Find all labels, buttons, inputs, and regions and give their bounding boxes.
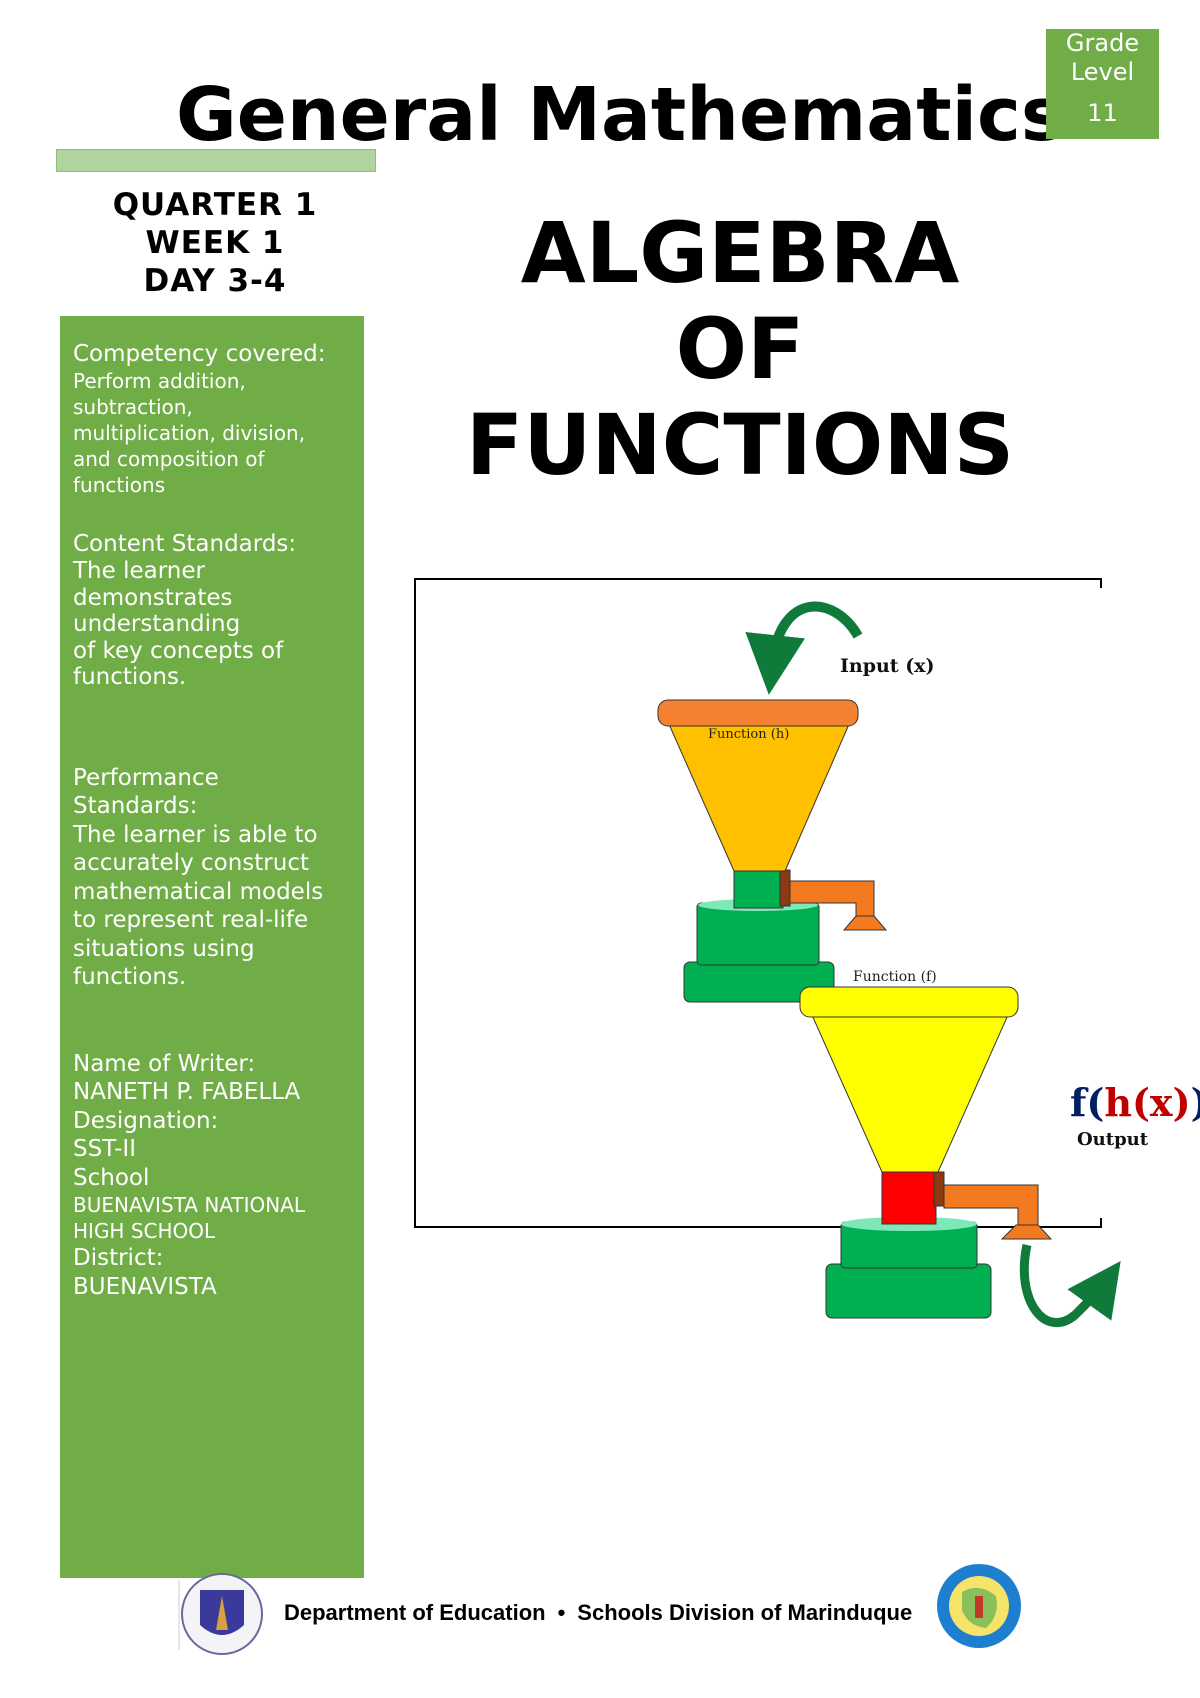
function-h-label: Function (h) <box>708 727 789 742</box>
base-upper <box>696 902 820 966</box>
performance-line: accurately construct <box>73 850 309 876</box>
content-standards-text: The learner demonstrates understanding o… <box>73 558 364 691</box>
school-line: HIGH SCHOOL <box>73 1219 216 1243</box>
writer-label: Name of Writer: <box>73 1050 256 1077</box>
school-value: BUENAVISTA NATIONAL HIGH SCHOOL <box>73 1192 364 1244</box>
funnel-f <box>811 1014 1009 1173</box>
competency-line: subtraction, <box>73 395 193 419</box>
function-h-machine <box>657 699 888 1003</box>
composite-function-label: f(h(x)) <box>1070 1080 1200 1125</box>
competency-line: multiplication, division, <box>73 421 306 445</box>
performance-line: situations using <box>73 935 255 962</box>
info-sidebar: Competency covered: Perform addition, su… <box>60 316 364 1578</box>
neck <box>881 1169 937 1225</box>
rim-f <box>799 986 1019 1018</box>
funnel-h <box>667 721 851 872</box>
writer-name: NANETH P. FABELLA <box>73 1079 301 1105</box>
district-label: District: <box>73 1245 164 1271</box>
content-line: demonstrates <box>73 584 233 611</box>
grade-value: 11 <box>1087 99 1118 127</box>
content-line: The learner <box>73 558 205 584</box>
sdo-marinduque-logo <box>937 1564 1021 1648</box>
schedule-block: QUARTER 1 WEEK 1 DAY 3-4 <box>90 186 340 300</box>
lesson-title-line: ALGEBRA <box>520 204 960 302</box>
performance-line: functions. <box>73 964 187 990</box>
rim-h <box>657 699 859 727</box>
performance-standards-text: The learner is able to accurately constr… <box>73 821 364 992</box>
lesson-title-line: FUNCTIONS <box>465 396 1015 494</box>
day-label: DAY 3-4 <box>143 263 287 299</box>
base-lower <box>825 1263 992 1319</box>
performance-standards-heading: Performance Standards: <box>73 764 364 821</box>
function-f-label: Function (f) <box>853 969 937 985</box>
closing-paren-text: ) <box>1191 1080 1200 1125</box>
school-line: BUENAVISTA NATIONAL <box>73 1193 306 1217</box>
function-f-machine <box>799 986 1053 1319</box>
competency-line: and composition of <box>73 447 265 471</box>
footer-division: Schools Division of Marinduque <box>577 1600 913 1625</box>
performance-line: mathematical models <box>73 878 324 905</box>
neck <box>733 867 784 909</box>
inner-function-text: h(x) <box>1104 1080 1190 1125</box>
content-line: of key concepts of <box>73 637 284 664</box>
grade-label: Grade <box>1065 29 1140 57</box>
district-value: BUENAVISTA <box>73 1273 217 1300</box>
competency-text: Perform addition, subtraction, multiplic… <box>73 368 364 498</box>
competency-line: functions <box>73 473 166 497</box>
performance-heading-line: Standards: <box>73 793 198 819</box>
accent-bar <box>56 149 376 172</box>
footer-org: Department of Education <box>284 1600 546 1625</box>
deped-seal-logo <box>178 1573 263 1655</box>
output-arrow-icon <box>1019 1244 1121 1328</box>
school-label: School <box>73 1164 150 1191</box>
outer-function-text: f( <box>1070 1080 1104 1125</box>
input-label: Input (x) <box>840 655 935 677</box>
competency-heading: Competency covered: <box>73 341 326 367</box>
input-arrow-icon <box>745 601 863 695</box>
competency-line: Perform addition, <box>73 369 246 393</box>
lesson-title-line: OF <box>675 300 805 398</box>
document-title: General Mathematics <box>176 72 1065 158</box>
content-standards-heading: Content Standards: <box>73 531 297 557</box>
footer-separator: • <box>557 1600 566 1625</box>
designation-value: SST-II <box>73 1136 137 1162</box>
performance-line: The learner is able to <box>73 821 318 848</box>
diagram-frame <box>414 578 1102 1228</box>
lesson-title: ALGEBRA OF FUNCTIONS <box>420 205 1060 493</box>
performance-line: to represent real-life <box>73 907 309 933</box>
performance-heading-line: Performance <box>73 764 219 791</box>
content-line: functions. <box>73 664 187 690</box>
grade-level-badge: Grade Level 11 <box>1046 29 1159 139</box>
content-line: understanding <box>73 611 241 637</box>
footer: Department of Education • Schools Division… <box>284 1600 912 1626</box>
designation-label: Designation: <box>73 1107 219 1134</box>
week-label: WEEK 1 <box>145 225 285 261</box>
output-label: Output <box>1077 1129 1149 1150</box>
level-label: Level <box>1070 58 1135 86</box>
quarter-label: QUARTER 1 <box>112 187 318 223</box>
